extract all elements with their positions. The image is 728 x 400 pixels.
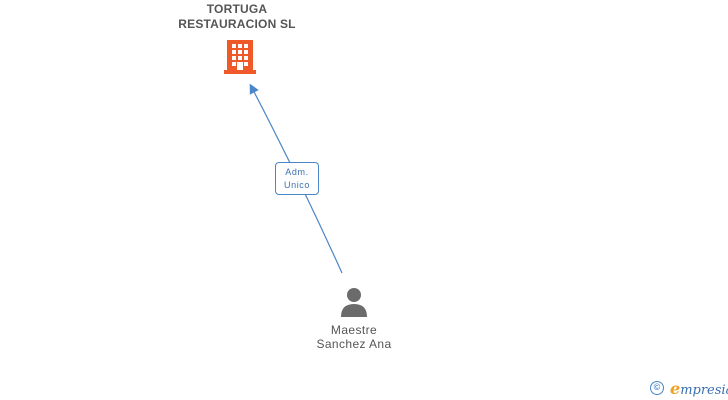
building-icon[interactable] xyxy=(224,38,256,74)
person-icon[interactable] xyxy=(338,286,370,318)
role-label: Adm. Unico xyxy=(275,162,319,195)
brand-initial: e xyxy=(670,379,681,398)
person-name-line1: Maestre xyxy=(330,323,378,337)
person-name-line2: Sanchez Ana xyxy=(316,337,392,351)
company-name[interactable]: TORTUGA RESTAURACION SL xyxy=(137,2,337,32)
copyright-icon: © xyxy=(650,381,664,395)
company-name-line2: RESTAURACION SL xyxy=(178,17,296,31)
role-label-line2: Unico xyxy=(283,180,310,190)
person-name[interactable]: Maestre Sanchez Ana xyxy=(274,323,434,351)
brand-logo: empresia xyxy=(670,379,728,398)
footer-brand[interactable]: © empresia xyxy=(648,379,728,399)
company-name-line1: TORTUGA xyxy=(206,2,268,16)
role-label-line1: Adm. xyxy=(285,167,309,177)
brand-rest: mpresia xyxy=(680,383,728,398)
